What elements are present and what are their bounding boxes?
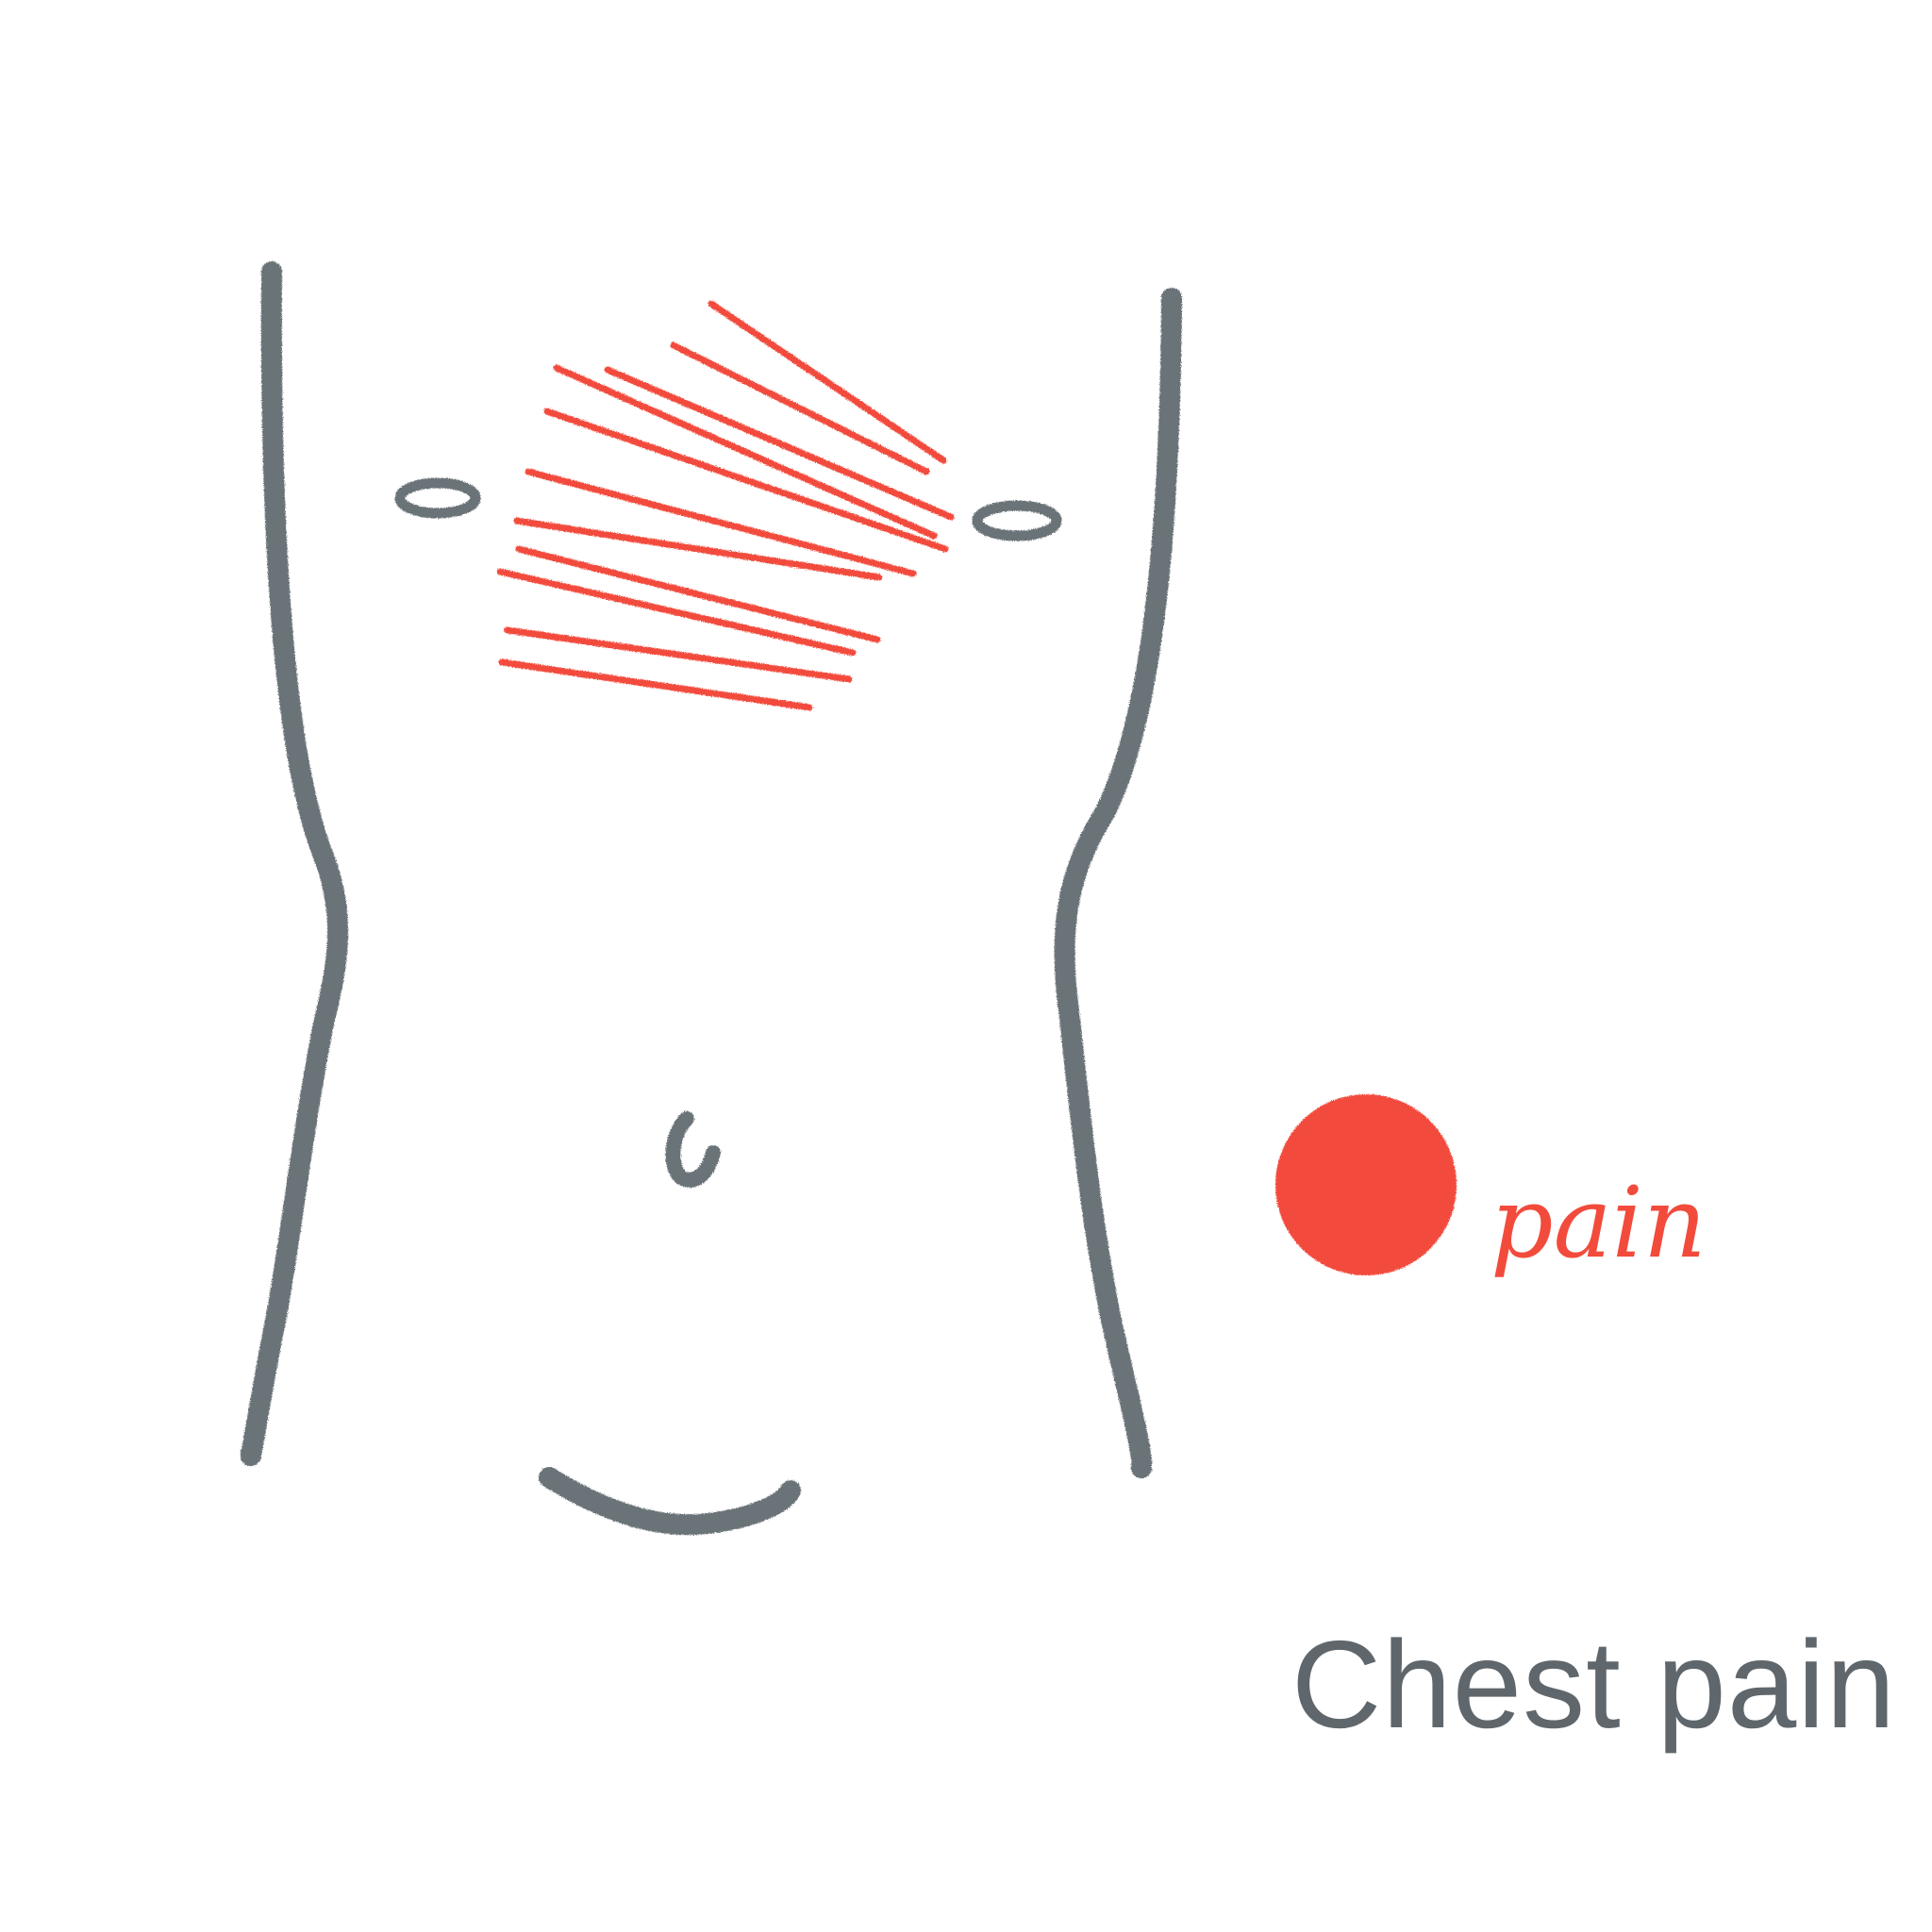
pain-hatch-line: [513, 517, 883, 581]
right-torso-edge: [1054, 288, 1182, 1478]
pain-hatch-line: [504, 626, 853, 683]
torso-outline: [240, 261, 1182, 1536]
navel-mark: [665, 1111, 721, 1188]
pain-legend-dot: [1275, 1094, 1457, 1275]
caption-title: Chest pain: [1291, 1615, 1896, 1754]
pain-hatch-line: [525, 468, 917, 577]
pain-hatch-line: [553, 364, 938, 540]
pain-hatch-line: [670, 341, 930, 475]
left-nipple: [394, 477, 481, 519]
pain-hatch-line: [515, 545, 881, 643]
pain-hatch-line: [543, 408, 949, 553]
pelvis-curve: [539, 1467, 801, 1536]
pain-legend-label: pain: [1491, 1165, 1707, 1280]
left-torso-edge: [240, 261, 349, 1466]
right-nipple: [972, 500, 1062, 541]
pain-hatch-line: [708, 300, 947, 464]
pain-area-hatching: [496, 300, 955, 711]
pain-hatch-line: [496, 568, 857, 657]
pain-legend: pain: [1275, 1094, 1707, 1280]
nipples: [394, 477, 1062, 541]
pain-hatch-line: [498, 658, 813, 711]
pain-hatch-line: [604, 366, 955, 521]
